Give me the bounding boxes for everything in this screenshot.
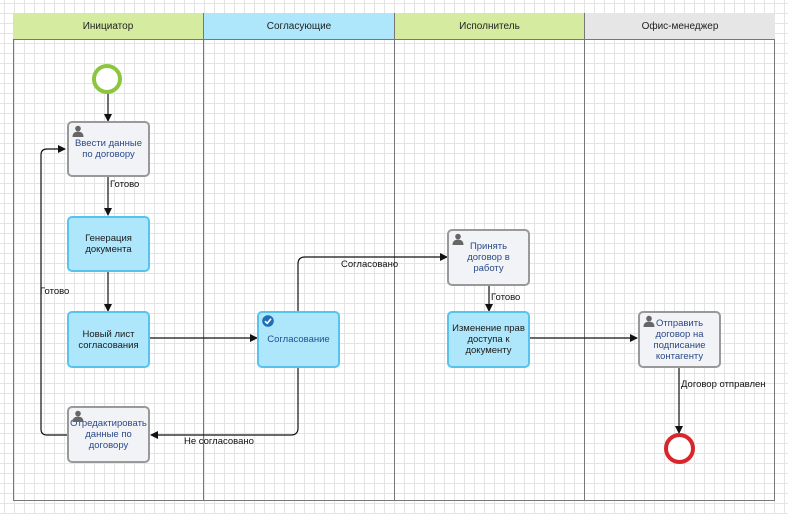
task-approval[interactable]: Согласование <box>257 311 340 368</box>
task-send-contract[interactable]: Отправить договор на подписание контаген… <box>638 311 721 368</box>
edge-label-ready: Готово <box>110 179 140 190</box>
edge-label-approved: Согласовано <box>341 259 399 270</box>
flow-approval-to-edit <box>150 367 299 439</box>
checkmark-icon <box>262 315 274 327</box>
edge-label-ready-executor: Готово <box>491 292 521 303</box>
end-event <box>664 433 695 464</box>
flow-approval-to-accept <box>297 253 448 311</box>
lane-header-approvers: Согласующие <box>204 13 395 40</box>
task-change-access-rights[interactable]: Изменение прав доступа к документу <box>447 311 530 368</box>
user-icon <box>452 233 464 245</box>
user-icon <box>72 410 84 422</box>
lane-approvers <box>204 40 395 501</box>
flow-edit-loop-to-enter <box>40 145 67 436</box>
user-icon <box>72 125 84 137</box>
task-enter-contract-data[interactable]: Ввести данные по договору <box>67 121 150 177</box>
task-label: Принять договор в работу <box>467 241 510 274</box>
edge-label-not-approved: Не согласовано <box>184 436 254 447</box>
task-label: Изменение прав доступа к документу <box>452 323 525 356</box>
lane-header-initiator: Инициатор <box>13 13 204 40</box>
task-generate-document[interactable]: Генерация документа <box>67 216 150 272</box>
edge-label-contract-sent: Договор отправлен <box>681 379 766 390</box>
edge-label-ready-loop: Готово <box>40 286 70 297</box>
task-label: Согласование <box>267 334 330 345</box>
task-edit-contract-data[interactable]: Отредактировать данные по договору <box>67 406 150 463</box>
lane-initiator <box>13 40 204 501</box>
task-label: Отправить договор на подписание контаген… <box>653 317 706 362</box>
task-label: Отредактировать данные по договору <box>70 418 147 451</box>
task-label: Ввести данные по договору <box>74 138 143 160</box>
start-event <box>92 64 122 94</box>
task-label: Новый лист согласования <box>78 328 139 351</box>
task-new-approval-sheet[interactable]: Новый лист согласования <box>67 311 150 368</box>
task-label: Генерация документа <box>85 233 132 255</box>
user-icon <box>643 315 655 327</box>
lane-executor <box>395 40 585 501</box>
lane-header-executor: Исполнитель <box>395 13 585 40</box>
lane-header-office-manager: Офис-менеджер <box>585 13 775 40</box>
task-accept-contract[interactable]: Принять договор в работу <box>447 229 530 286</box>
